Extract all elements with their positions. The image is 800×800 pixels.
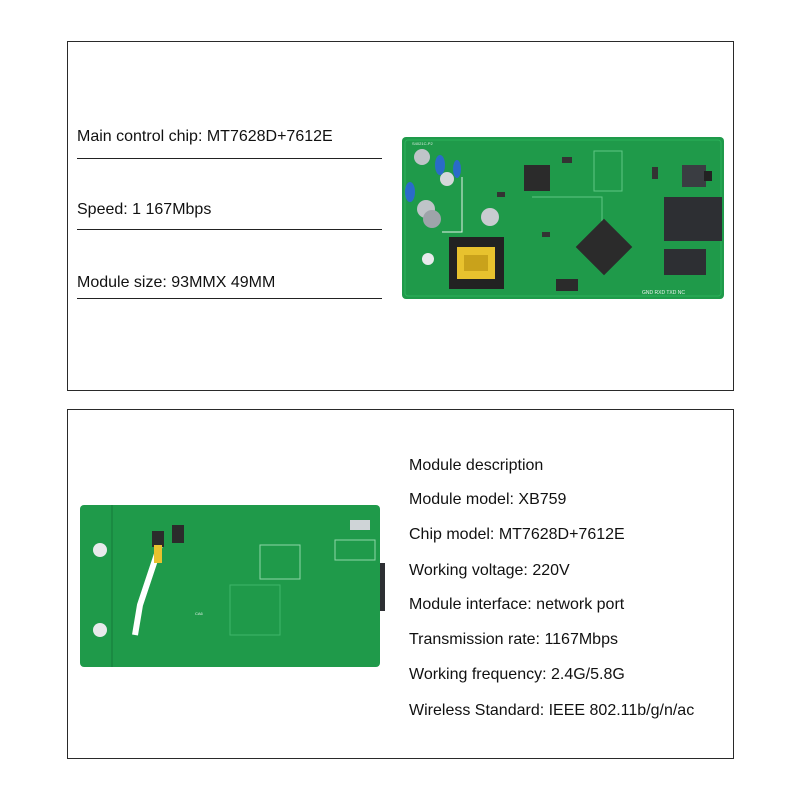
desc-wireless-standard: Wireless Standard: IEEE 802.11b/g/n/ac (409, 702, 695, 719)
divider (77, 298, 382, 299)
spec-module-size: Module size: 93MMX 49MM (77, 274, 276, 291)
desc-module-model: Module model: XB759 (409, 491, 567, 508)
spec-speed: Speed: 1 167Mbps (77, 201, 212, 218)
pcb-back-photo: CA6 (80, 505, 385, 667)
desc-module-interface: Module interface: network port (409, 596, 625, 613)
divider (77, 229, 382, 230)
desc-working-voltage: Working voltage: 220V (409, 562, 570, 579)
desc-working-frequency: Working frequency: 2.4G/5.8G (409, 666, 625, 683)
pcb-front-photo: GND RXD TXD NC S4021C-P2 (402, 137, 724, 299)
svg-text:GND RXD TXD NC: GND RXD TXD NC (642, 290, 685, 296)
divider (77, 158, 382, 159)
desc-chip-model: Chip model: MT7628D+7612E (409, 526, 625, 543)
svg-text:CA6: CA6 (195, 611, 204, 616)
svg-text:S4021C-P2: S4021C-P2 (412, 141, 433, 146)
description-heading: Module description (409, 457, 544, 474)
desc-transmission-rate: Transmission rate: 1167Mbps (409, 631, 618, 648)
spec-main-chip: Main control chip: MT7628D+7612E (77, 128, 333, 145)
